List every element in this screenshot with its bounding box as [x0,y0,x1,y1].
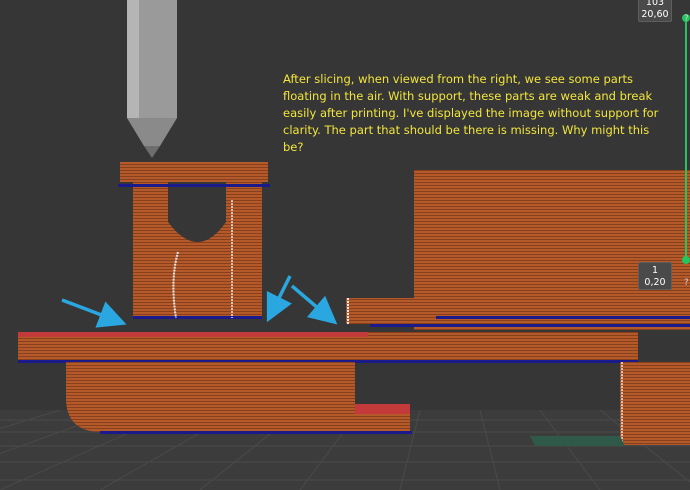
arrow-left-icon [61,298,127,328]
question-annotation: After slicing, when viewed from the righ… [283,72,659,154]
top-help-icon[interactable]: ? [684,14,689,24]
slider-bottom-handle[interactable] [682,256,690,264]
arrow-right-icon [266,275,292,323]
top-layer-height: 20,60 [641,9,669,20]
bottom-layer-height: 0,20 [644,277,666,288]
model-base [18,332,690,446]
bottom-help-icon[interactable]: ? [684,278,689,288]
right-block [346,170,690,330]
annotation-arrows [61,275,338,328]
bottom-layer-number: 1 [651,265,659,276]
floating-u-part [118,162,270,319]
nozzle-icon [127,0,177,158]
arrow-center-icon [290,284,338,325]
top-layer-label: 103 20,60 [638,0,672,22]
layer-slider[interactable] [682,14,690,264]
slider-top-handle[interactable] [682,14,690,22]
top-layer-number: 103 [645,0,665,8]
bottom-layer-label: 1 0,20 [638,262,672,290]
